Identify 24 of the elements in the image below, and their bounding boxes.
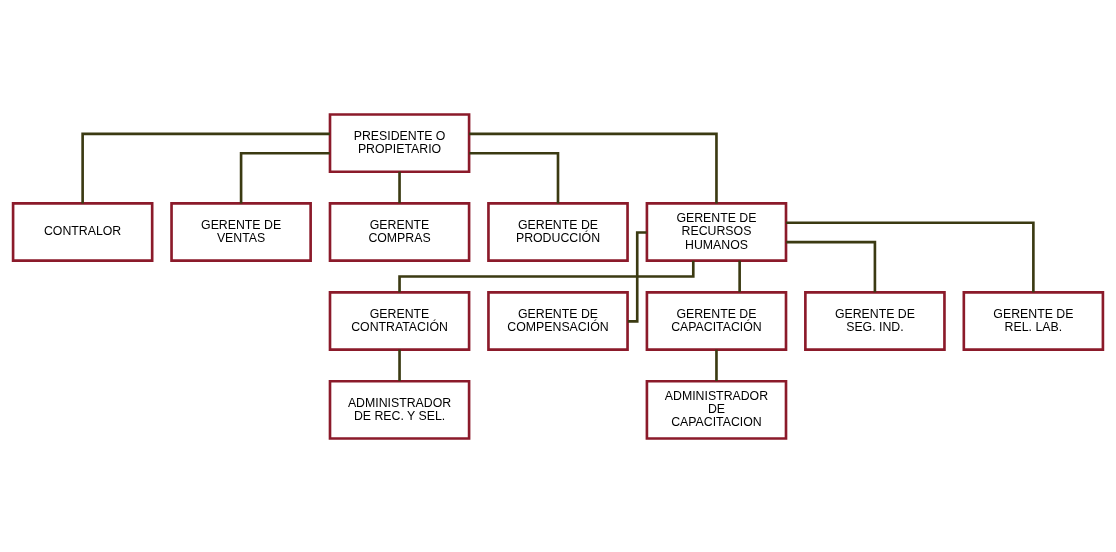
node-box: GERENTE COMPRAS xyxy=(328,201,471,262)
node-box: GERENTE DE REL. LAB. xyxy=(962,290,1105,351)
connector xyxy=(469,151,560,203)
node-box: GERENTE DE PRODUCCIÓN xyxy=(487,201,629,262)
node-box: GERENTE DE VENTAS xyxy=(170,201,312,262)
connector xyxy=(786,240,877,292)
connector xyxy=(627,230,647,323)
node-box: ADMINISTRADOR DE CAPACITACION xyxy=(645,379,788,440)
connector xyxy=(239,151,330,203)
node-box: ADMINISTRADOR DE REC. Y SEL. xyxy=(328,379,471,440)
connector xyxy=(715,349,718,381)
connector xyxy=(469,132,718,203)
connector xyxy=(786,221,1035,292)
node-box: GERENTE CONTRATACIÓN xyxy=(328,290,471,351)
node-box: GERENTE DE RECURSOS HUMANOS xyxy=(645,201,788,262)
connector xyxy=(81,132,330,203)
node-box: GERENTE DE SEG. IND. xyxy=(804,290,946,351)
node-box: GERENTE DE COMPENSACIÓN xyxy=(487,290,629,351)
node-box: PRESIDENTE O PROPIETARIO xyxy=(328,112,471,173)
connector xyxy=(398,349,401,381)
connector xyxy=(738,260,741,292)
node-box: CONTRALOR xyxy=(11,201,154,262)
connector xyxy=(398,171,401,203)
node-box: GERENTE DE CAPACITACIÓN xyxy=(645,290,788,351)
